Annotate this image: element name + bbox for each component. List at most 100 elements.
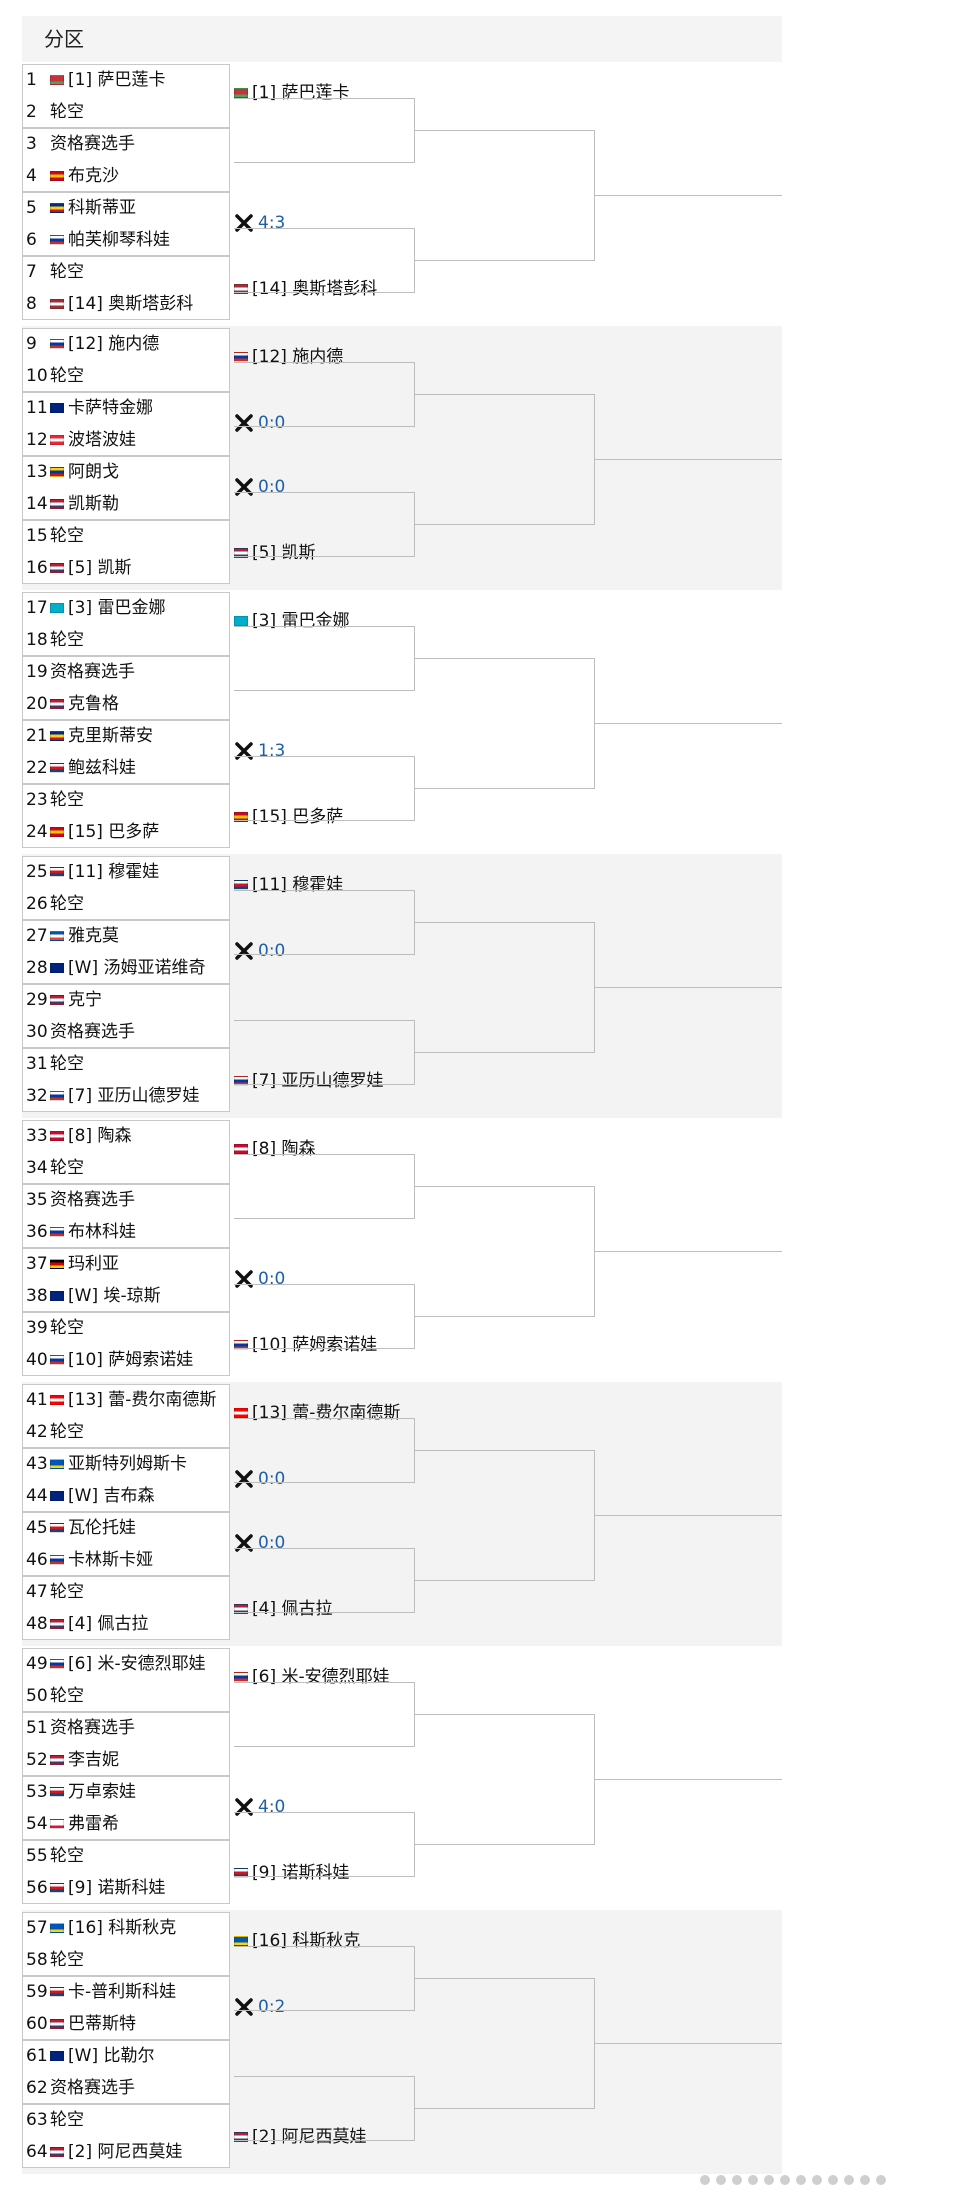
match-score[interactable]: 0:0 <box>234 406 285 440</box>
match-score[interactable]: 0:0 <box>234 1526 285 1560</box>
match-score[interactable]: 0:0 <box>234 1462 285 1496</box>
match-score[interactable]: 4:3 <box>234 206 285 240</box>
player-name: 阿朗戈 <box>68 462 119 482</box>
draw-position: 15 <box>26 526 48 546</box>
match-score[interactable]: 1:3 <box>234 734 285 768</box>
flag-icon <box>50 435 64 445</box>
player-row[interactable]: 9[12] 施内德 <box>22 328 159 360</box>
match-score[interactable]: 0:0 <box>234 934 285 968</box>
advancing-player[interactable]: [16] 科斯秋克 <box>234 1924 360 1958</box>
match-score[interactable]: 4:0 <box>234 1790 285 1824</box>
bracket-line <box>234 1348 414 1349</box>
player-row[interactable]: 64[2] 阿尼西莫娃 <box>22 2136 182 2168</box>
player-row[interactable]: 1[1] 萨巴莲卡 <box>22 64 165 96</box>
player-row[interactable]: 56[9] 诺斯科娃 <box>22 1872 165 1904</box>
advancing-player[interactable]: [7] 亚历山德罗娃 <box>234 1064 383 1098</box>
flag-icon <box>50 2019 64 2029</box>
advancing-player[interactable]: [3] 雷巴金娜 <box>234 604 349 638</box>
player-row[interactable]: 57[16] 科斯秋克 <box>22 1912 176 1944</box>
flag-icon <box>50 499 64 509</box>
draw-position: 21 <box>26 726 48 746</box>
advancing-player[interactable]: [15] 巴多萨 <box>234 800 343 834</box>
player-row[interactable]: 8[14] 奥斯塔彭科 <box>22 288 193 320</box>
player-row[interactable]: 24[15] 巴多萨 <box>22 816 159 848</box>
match-score[interactable]: 0:0 <box>234 1262 285 1296</box>
player-row[interactable]: 17[3] 雷巴金娜 <box>22 592 165 624</box>
advancing-player[interactable]: [5] 凯斯 <box>234 536 315 570</box>
player-row[interactable]: 40[10] 萨姆索诺娃 <box>22 1344 193 1376</box>
advancing-player[interactable]: [1] 萨巴莲卡 <box>234 76 349 110</box>
player-row[interactable]: 48[4] 佩古拉 <box>22 1608 148 1640</box>
advancing-player[interactable]: [2] 阿尼西莫娃 <box>234 2120 366 2154</box>
match-score[interactable]: 0:0 <box>234 470 285 504</box>
player-row[interactable]: 16[5] 凯斯 <box>22 552 131 584</box>
advancing-player[interactable]: [14] 奥斯塔彭科 <box>234 272 377 306</box>
advancing-player[interactable]: [10] 萨姆索诺娃 <box>234 1328 377 1362</box>
advancing-player[interactable]: [4] 佩古拉 <box>234 1592 332 1626</box>
player-row[interactable]: 38[W] 埃-琼斯 <box>22 1280 161 1312</box>
advancing-player[interactable]: [13] 蕾-费尔南德斯 <box>234 1396 400 1430</box>
advancing-player[interactable]: [8] 陶森 <box>234 1132 315 1166</box>
advancing-player[interactable]: [11] 穆霍娃 <box>234 868 343 902</box>
player-row[interactable]: 28[W] 汤姆亚诺维奇 <box>22 952 205 984</box>
player-row[interactable]: 49[6] 米-安德烈耶娃 <box>22 1648 206 1680</box>
match-box <box>22 1048 230 1112</box>
player-row[interactable]: 25[11] 穆霍娃 <box>22 856 159 888</box>
match-box <box>22 784 230 848</box>
player-row[interactable]: 44[W] 吉布森 <box>22 1480 154 1512</box>
draw-position: 7 <box>26 262 37 282</box>
player-row[interactable]: 33[8] 陶森 <box>22 1120 131 1152</box>
player-row[interactable]: 32[7] 亚历山德罗娃 <box>22 1080 199 1112</box>
advancing-player[interactable]: [12] 施内德 <box>234 340 343 374</box>
match-score[interactable]: 0:2 <box>234 1990 285 2024</box>
player-row[interactable]: 61[W] 比勒尔 <box>22 2040 154 2072</box>
advancing-player[interactable]: [6] 米-安德烈耶娃 <box>234 1660 390 1694</box>
player-row[interactable]: 41[13] 蕾-费尔南德斯 <box>22 1384 216 1416</box>
advancing-player[interactable]: [9] 诺斯科娃 <box>234 1856 349 1890</box>
